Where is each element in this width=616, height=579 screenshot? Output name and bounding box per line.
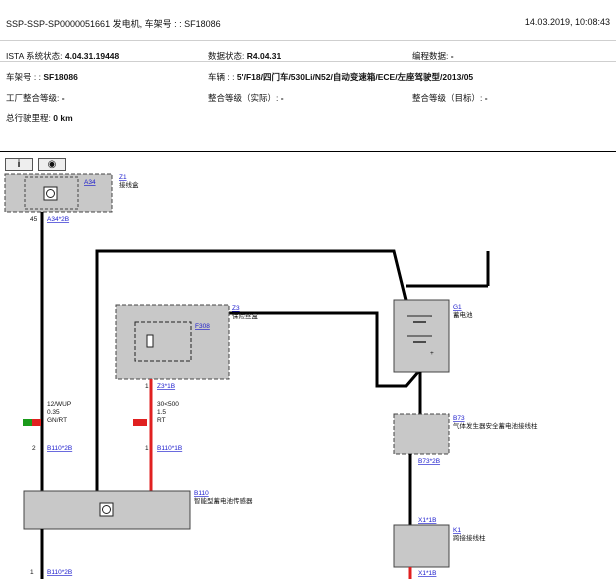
k1-jump-terminal[interactable] bbox=[393, 524, 450, 568]
eye-icon: ◉ bbox=[47, 159, 57, 170]
f308-fuse-area bbox=[134, 321, 192, 362]
vin: 车架号 : : SF18086 bbox=[6, 72, 78, 82]
a34-connector-link[interactable]: A34*2B bbox=[47, 216, 69, 223]
k1-link[interactable]: K1 bbox=[453, 527, 461, 534]
x1-top-link[interactable]: X1*1B bbox=[418, 517, 436, 524]
a34-pin: 45 bbox=[30, 216, 38, 223]
factory-level: 工厂整合等级: - bbox=[6, 93, 65, 103]
module-icon-circle bbox=[102, 505, 111, 514]
wire-color-red-2 bbox=[133, 419, 147, 426]
b110-pin-a: 2 bbox=[32, 445, 36, 452]
data-status: 数据状态: R4.04.31 bbox=[208, 51, 282, 61]
module-icon-circle bbox=[46, 189, 55, 198]
z3-fuse-box[interactable] bbox=[115, 304, 230, 380]
a34-link[interactable]: A34 bbox=[84, 179, 96, 186]
b110-connector-b-link[interactable]: B110*1B bbox=[157, 445, 182, 452]
z3-connector-link[interactable]: Z3*1B bbox=[157, 383, 175, 390]
bottom-connector-link[interactable]: B110*2B bbox=[47, 569, 72, 576]
k1-name: 跨接接线柱 bbox=[453, 533, 486, 542]
f308-link[interactable]: F308 bbox=[195, 323, 210, 330]
mileage: 总行驶里程: 0 km bbox=[6, 113, 73, 123]
bottom-pin: 1 bbox=[30, 569, 34, 576]
divider-bold bbox=[0, 151, 616, 152]
b73-safety-terminal[interactable] bbox=[393, 413, 450, 455]
z3-link[interactable]: Z3 bbox=[232, 305, 240, 312]
info-button[interactable]: i bbox=[5, 158, 33, 171]
g1-name: 蓄电池 bbox=[453, 310, 473, 319]
vehicle: 车辆 : : 5'/F18/四门车/530Li/N52/自动变速箱/ECE/左座… bbox=[208, 72, 474, 82]
wire2-code: RT bbox=[157, 417, 166, 424]
wire-z3-battery[interactable] bbox=[229, 311, 420, 388]
z3-pin: 1 bbox=[145, 383, 149, 390]
report-header: SSP-SSP-SP0000051661 发电机, 车架号 : : SF1808… bbox=[0, 0, 616, 41]
x1-bottom-link[interactable]: X1*1B bbox=[418, 570, 436, 577]
view-button[interactable]: ◉ bbox=[38, 158, 66, 171]
target-level: 整合等级（目标）: - bbox=[412, 93, 488, 103]
divider bbox=[0, 61, 616, 62]
module-icon bbox=[43, 186, 58, 201]
ista-status: ISTA 系统状态: 4.04.31.19448 bbox=[6, 51, 120, 61]
wire1-code: GN/RT bbox=[47, 417, 67, 424]
wire-color-green bbox=[23, 419, 32, 426]
battery-minus: - bbox=[430, 313, 432, 320]
wire1-color: 12/WUP bbox=[47, 401, 71, 408]
prog-data: 编程数据: - bbox=[412, 51, 454, 61]
report-datetime: 14.03.2019, 10:08:43 bbox=[524, 17, 610, 27]
fuse-icon bbox=[146, 334, 154, 348]
b110-battery-sensor[interactable] bbox=[23, 490, 191, 530]
b73-connector-link[interactable]: B73*2B bbox=[418, 458, 440, 465]
z1-link[interactable]: Z1 bbox=[119, 174, 127, 181]
g1-link[interactable]: G1 bbox=[453, 304, 462, 311]
b110-link[interactable]: B110 bbox=[194, 490, 209, 497]
wire2-color: 30<500 bbox=[157, 401, 179, 408]
b110-name: 智能型蓄电池传感器 bbox=[194, 496, 253, 505]
z3-name: 保险丝盒 bbox=[232, 311, 259, 320]
z1-name: 接线盒 bbox=[119, 180, 139, 189]
b110-connector-a-link[interactable]: B110*2B bbox=[47, 445, 72, 452]
b73-name: 气体发生器安全蓄电池接线柱 bbox=[453, 421, 538, 430]
b73-link[interactable]: B73 bbox=[453, 415, 465, 422]
battery-plus: + bbox=[430, 350, 434, 357]
actual-level: 整合等级（实际）: - bbox=[208, 93, 284, 103]
wire-ground-loop[interactable] bbox=[95, 249, 408, 491]
wire2-size: 1.5 bbox=[157, 409, 166, 416]
module-icon bbox=[99, 502, 114, 517]
wire1-size: 0.35 bbox=[47, 409, 60, 416]
report-title: SSP-SSP-SP0000051661 发电机, 车架号 : : SF1808… bbox=[6, 19, 221, 29]
wire-color-red bbox=[32, 419, 41, 426]
b110-pin-b: 1 bbox=[145, 445, 149, 452]
